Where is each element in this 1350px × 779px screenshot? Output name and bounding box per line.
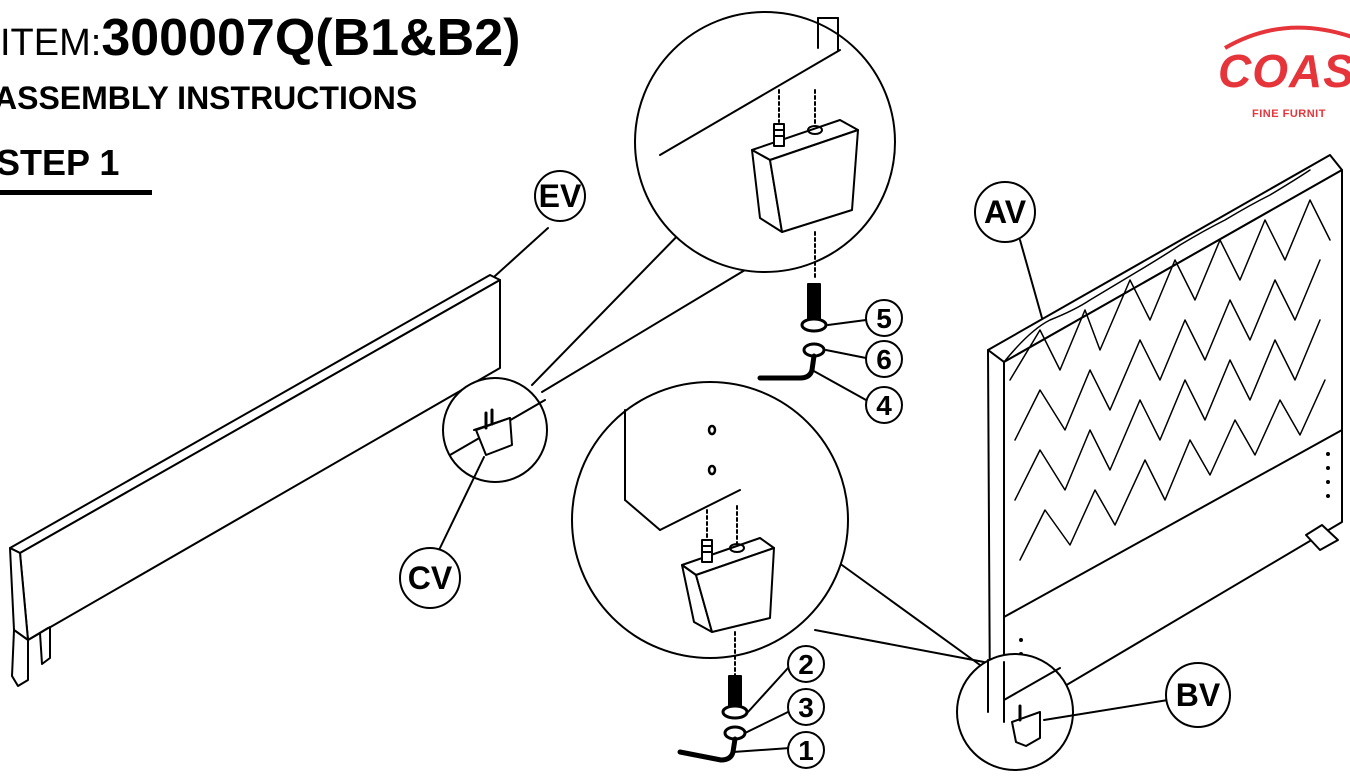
top-hardware <box>757 283 867 401</box>
assembly-subtitle: ASSEMBLY INSTRUCTIONS <box>0 80 418 116</box>
bv-label-circle <box>1165 662 1231 728</box>
step-underline <box>0 190 152 195</box>
bottom-zoom-detail <box>571 381 849 676</box>
av-label: AV <box>984 194 1027 230</box>
part-number-5: 5 <box>876 303 892 334</box>
brand-logo: COAST FINE FURNIT <box>1205 18 1350 128</box>
part-number-1: 1 <box>798 735 814 766</box>
headboard-panel <box>987 154 1343 723</box>
ev-label-circle <box>534 170 586 222</box>
item-prefix: ITEM: <box>0 22 102 64</box>
item-title: ITEM:300007Q(B1&B2) <box>0 8 520 68</box>
cv-detail <box>442 377 548 483</box>
logo-tagline: FINE FURNIT <box>1252 108 1326 120</box>
bv-label: BV <box>1176 677 1221 713</box>
logo-text: COAST <box>1218 45 1350 97</box>
bottom-hardware <box>677 667 791 763</box>
cv-label-circle <box>399 547 461 609</box>
footboard-panel <box>9 274 501 687</box>
step-title: STEP 1 <box>0 142 120 183</box>
part-number-3: 3 <box>798 692 814 723</box>
part-number-6: 6 <box>876 344 892 375</box>
cv-label: CV <box>408 560 453 596</box>
ev-label: EV <box>539 178 582 214</box>
logo-swoosh-icon <box>1223 25 1350 50</box>
part-number-2: 2 <box>798 649 814 680</box>
item-code: 300007Q(B1&B2) <box>101 9 521 67</box>
top-zoom-detail <box>634 11 896 281</box>
av-label-circle <box>974 181 1036 243</box>
part-number-4: 4 <box>876 390 892 421</box>
bv-detail <box>956 653 1074 771</box>
